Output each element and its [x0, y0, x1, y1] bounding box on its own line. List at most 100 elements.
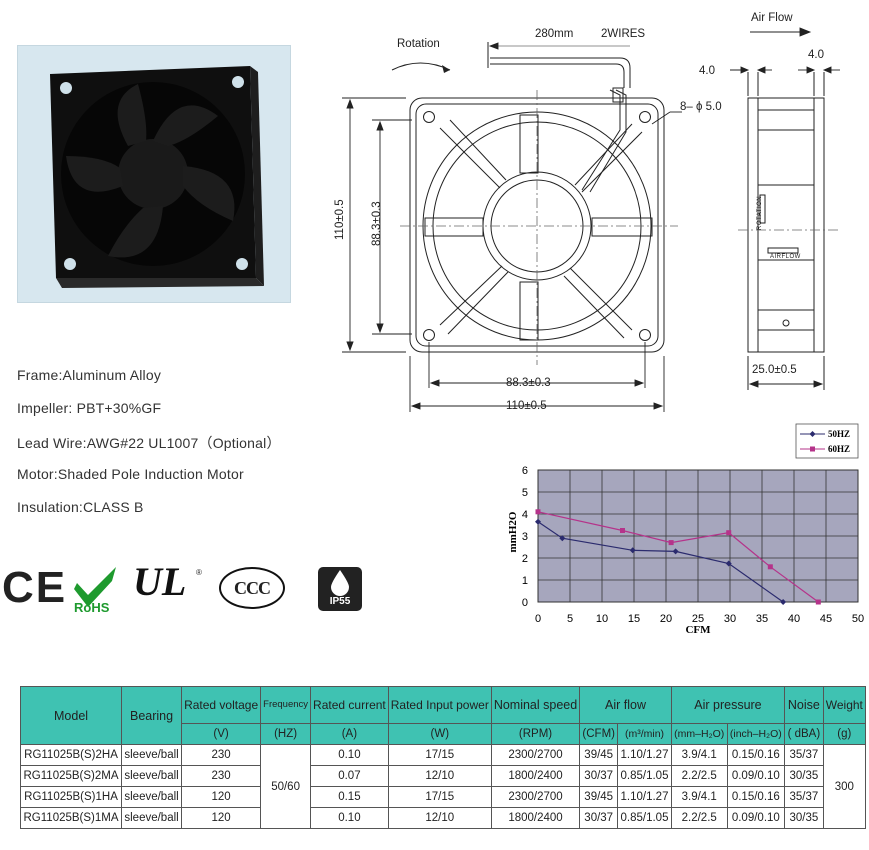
- product-photo: [17, 45, 291, 303]
- cell-current: 0.07: [310, 765, 389, 787]
- cell-speed: 2300/2700: [490, 744, 581, 766]
- series-line-60hz: [537, 511, 819, 603]
- side-view-drawing: [730, 27, 840, 390]
- spec-impeller: Impeller: PBT+30%GF: [17, 400, 162, 416]
- cell-bearing: sleeve/ball: [121, 765, 183, 787]
- spec-motor: Motor:Shaded Pole Induction Motor: [17, 466, 244, 482]
- spec-table: Model Bearing Rated voltage Frequency Ra…: [19, 686, 867, 829]
- unit-voltage: (V): [181, 723, 262, 745]
- cell-noise: 35/37: [784, 786, 824, 808]
- chart-y-tick-label: 5: [522, 487, 528, 499]
- legend-marker-60hz: [810, 446, 815, 452]
- cell-voltage: 120: [181, 807, 262, 829]
- cell-noise: 35/37: [784, 744, 824, 766]
- chart-x-tick-label: 10: [596, 613, 608, 625]
- spec-lead-wire: Lead Wire:AWG#22 UL1007（Optional）: [17, 435, 281, 451]
- chart-x-tick-label: 5: [567, 613, 573, 625]
- chart-grid: [537, 469, 859, 603]
- cell-cfm: 30/37: [579, 765, 619, 787]
- cell-m3: 0.85/1.05: [617, 807, 672, 829]
- col-weight: Weight: [822, 686, 867, 724]
- cell-voltage: 230: [181, 765, 262, 787]
- col-noise: Noise: [784, 686, 824, 724]
- col-voltage: Rated voltage: [181, 686, 262, 724]
- col-airflow: Air flow: [579, 686, 672, 724]
- chart-y-tick-label: 6: [522, 465, 528, 477]
- side-thickness-right: 4.0: [808, 49, 824, 61]
- data-point-50hz: [725, 560, 732, 567]
- cell-voltage: 120: [181, 786, 262, 808]
- data-point-60hz: [668, 540, 674, 546]
- ip55-label: IP55: [329, 596, 351, 607]
- side-rotation-label: ROTATION: [757, 195, 763, 230]
- chart-x-tick-label: 25: [692, 613, 704, 625]
- cell-bearing: sleeve/ball: [121, 744, 183, 766]
- rohs-check-icon: [74, 567, 116, 607]
- fan-photo-illustration: [50, 66, 264, 288]
- series-line-50hz: [537, 521, 784, 603]
- data-point-50hz: [780, 599, 787, 605]
- col-model: Model: [19, 686, 123, 745]
- cell-mm: 2.2/2.5: [670, 765, 728, 787]
- hole-diameter-label: 8– ϕ 5.0: [680, 101, 722, 113]
- cell-weight: 300: [822, 744, 867, 829]
- cell-cfm: 39/45: [579, 744, 619, 766]
- spec-insulation: Insulation:CLASS B: [17, 499, 144, 515]
- air-flow-label: Air Flow: [751, 12, 793, 24]
- cell-mm: 2.2/2.5: [670, 807, 728, 829]
- chart-series: [535, 509, 821, 605]
- col-airpressure: Air pressure: [670, 686, 786, 724]
- cell-m3: 1.10/1.27: [617, 744, 672, 766]
- table-row: RG11025B(S)1MA sleeve/ball 120 0.10 12/1…: [19, 807, 866, 829]
- dim-outer-width: 110±0.5: [506, 400, 547, 412]
- dim-inner-height: 88.3±0.3: [371, 201, 383, 246]
- wire-length-label: 280mm: [535, 28, 574, 40]
- data-point-60hz: [726, 530, 732, 536]
- chart-legend: [795, 423, 859, 459]
- cell-model: RG11025B(S)2MA: [19, 765, 123, 787]
- chart-x-tick-label: 30: [724, 613, 736, 625]
- spec-frame: Frame:Aluminum Alloy: [17, 367, 162, 383]
- chart-x-tick-label: 35: [756, 613, 768, 625]
- chart-x-tick-label: 15: [628, 613, 640, 625]
- cell-speed: 1800/2400: [490, 765, 581, 787]
- cell-noise: 30/35: [784, 807, 824, 829]
- chart-x-tick-label: 0: [535, 613, 541, 625]
- front-view-drawing: [342, 42, 682, 412]
- cell-power: 17/15: [387, 786, 492, 808]
- cell-bearing: sleeve/ball: [121, 786, 183, 808]
- chart-y-tick-label: 4: [522, 509, 528, 521]
- cell-current: 0.15: [310, 786, 389, 808]
- cell-cfm: 39/45: [579, 786, 619, 808]
- unit-inch: (inch–H₂O): [726, 723, 786, 745]
- unit-weight: (g): [822, 723, 867, 745]
- data-point-50hz: [629, 547, 636, 554]
- wire-count-label: 2WIRES: [601, 28, 646, 40]
- cell-inch: 0.15/0.16: [726, 744, 786, 766]
- cell-m3: 1.10/1.27: [617, 786, 672, 808]
- ce-logo: CE: [2, 563, 68, 612]
- chart-y-tick-label: 3: [522, 531, 528, 543]
- cell-voltage: 230: [181, 744, 262, 766]
- cell-speed: 2300/2700: [490, 786, 581, 808]
- table-header-row: Model Bearing Rated voltage Frequency Ra…: [19, 686, 867, 745]
- chart-x-axis-label: CFM: [685, 624, 711, 636]
- cell-cfm: 30/37: [579, 807, 619, 829]
- dim-outer-height: 110±0.5: [334, 199, 346, 240]
- chart-y-axis-label: mmH2O: [507, 511, 519, 552]
- data-point-50hz: [672, 548, 679, 555]
- cell-bearing: sleeve/ball: [121, 807, 183, 829]
- ip55-logo: IP55: [318, 567, 362, 611]
- unit-noise: ( dBA): [784, 723, 824, 745]
- legend-marker-50hz: [809, 431, 816, 437]
- unit-frequency: (HZ): [260, 723, 312, 745]
- cell-current: 0.10: [310, 744, 389, 766]
- cell-inch: 0.09/0.10: [726, 765, 786, 787]
- dim-inner-width: 88.3±0.3: [506, 377, 551, 389]
- chart-x-tick-label: 50: [852, 613, 864, 625]
- chart-y-tick-label: 1: [522, 575, 528, 587]
- data-point-60hz: [815, 599, 821, 605]
- cell-current: 0.10: [310, 807, 389, 829]
